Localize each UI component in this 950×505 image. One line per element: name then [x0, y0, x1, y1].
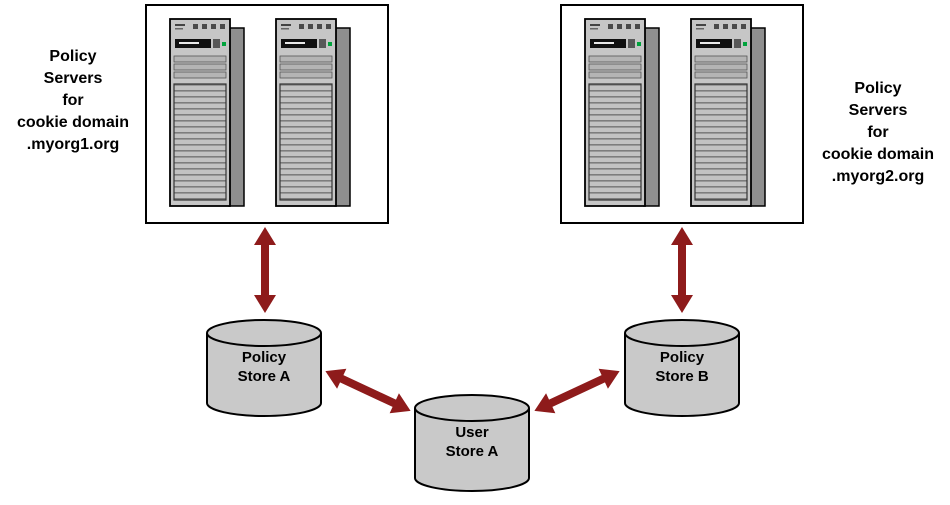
policy-store-a-label: Policy Store A: [237, 349, 291, 385]
arrow-servers-to-policy-store-a: [254, 227, 276, 313]
policy-servers-box-right: [560, 4, 804, 224]
server-tower-icon: [690, 18, 766, 207]
user-store-a-cylinder: User Store A: [413, 393, 531, 493]
arrow-policy-store-a-to-user-store: [320, 361, 416, 421]
server-tower-icon: [584, 18, 660, 207]
double-arrow-icon: [529, 361, 625, 421]
left-group-label: Policy Servers for cookie domain .myorg1…: [16, 48, 130, 153]
database-cylinder-icon: [414, 394, 530, 492]
server-tower-icon: [169, 18, 245, 207]
database-cylinder-icon: [206, 319, 322, 417]
server-pair-left: [169, 18, 351, 207]
policy-servers-box-left: [145, 4, 389, 224]
arrow-user-store-to-policy-store-b: [529, 361, 625, 421]
policy-store-b-cylinder: Policy Store B: [623, 318, 741, 418]
user-store-a-label: User Store A: [445, 424, 499, 460]
double-arrow-icon: [320, 361, 416, 421]
double-arrow-icon: [671, 227, 693, 313]
double-arrow-icon: [254, 227, 276, 313]
server-tower-icon: [275, 18, 351, 207]
database-cylinder-icon: [624, 319, 740, 417]
policy-store-a-cylinder: Policy Store A: [205, 318, 323, 418]
policy-store-b-label: Policy Store B: [655, 349, 709, 385]
arrow-servers-to-policy-store-b: [671, 227, 693, 313]
server-pair-right: [584, 18, 766, 207]
right-group-label: Policy Servers for cookie domain .myorg2…: [821, 80, 935, 185]
